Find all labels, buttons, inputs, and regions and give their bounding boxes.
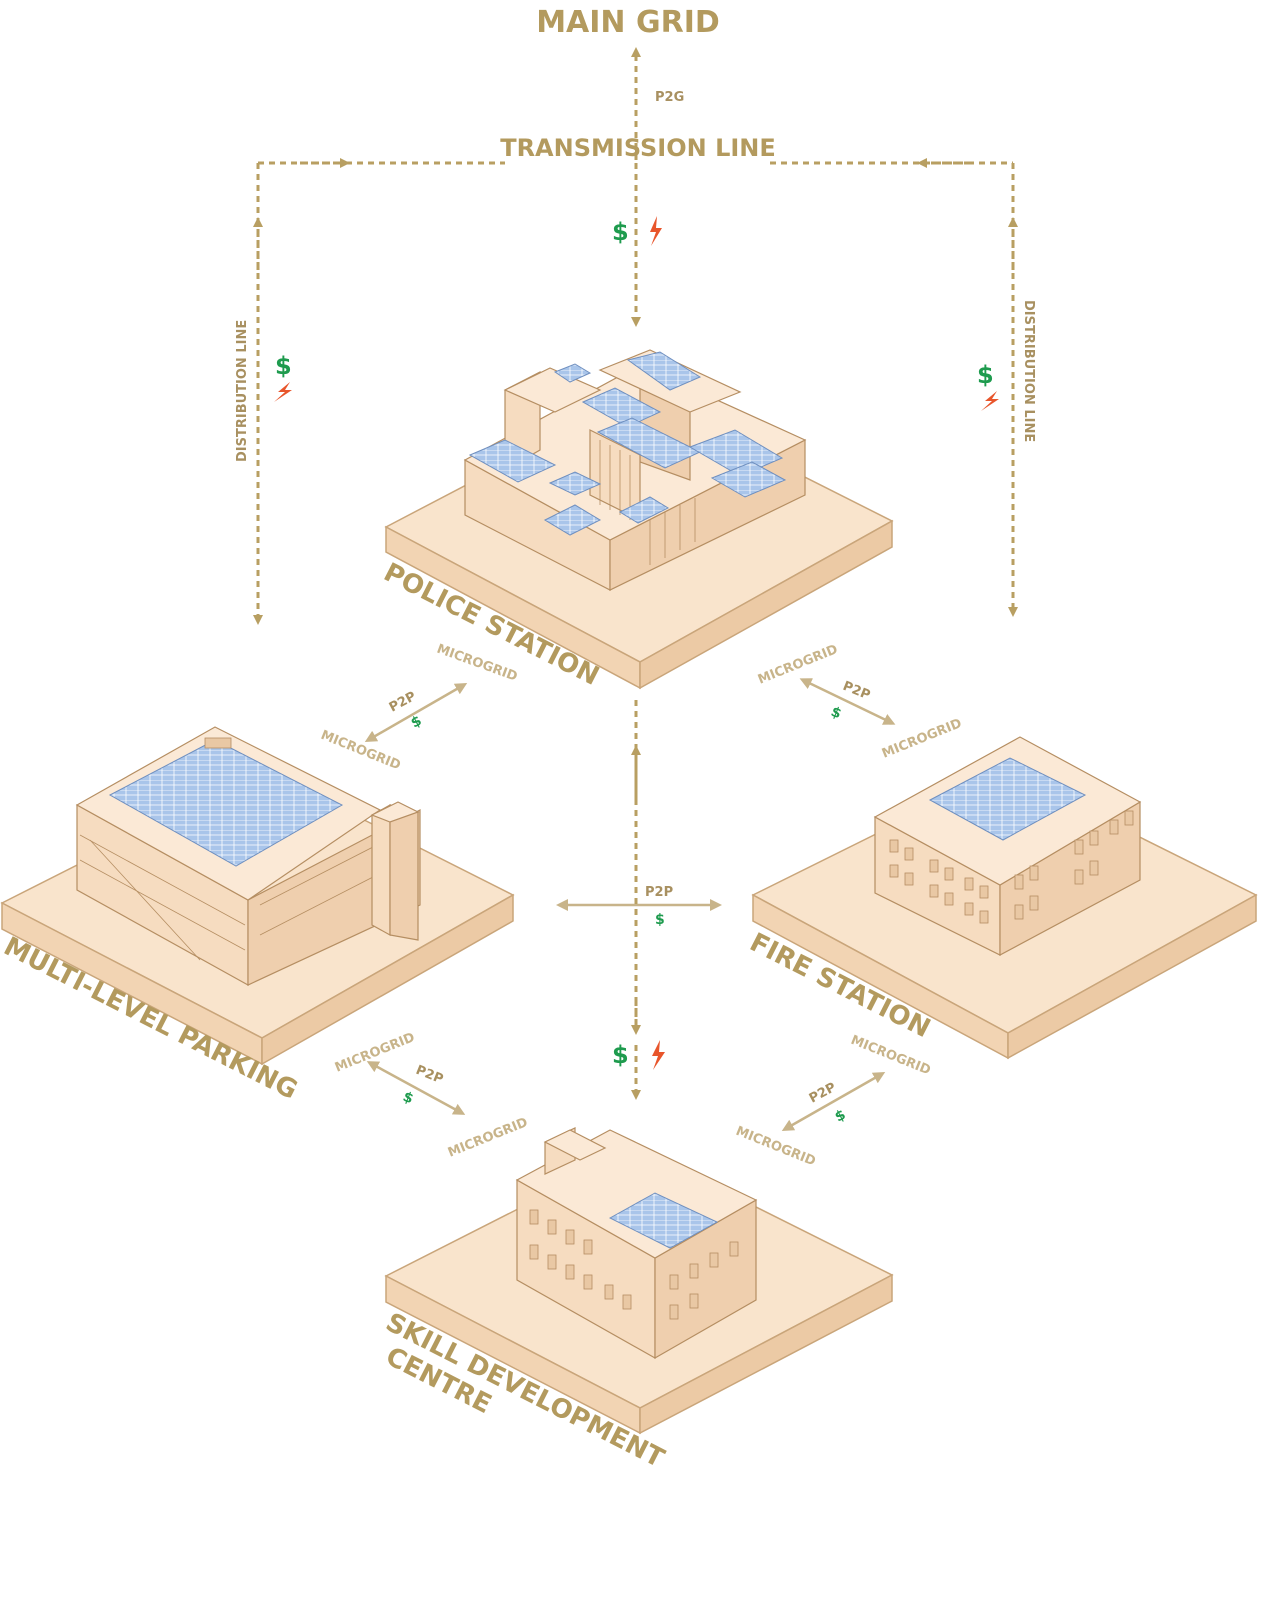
p2p-link-police-parking	[364, 683, 468, 742]
dollar-icon: $	[655, 912, 665, 928]
skill-development-centre-building	[384, 1127, 894, 1435]
p2p-label: P2P	[387, 689, 419, 715]
microgrid-label: MICROGRID	[756, 642, 840, 688]
fire-station-building	[751, 736, 1258, 1060]
p2p-link-police-fire	[799, 678, 896, 725]
lightning-icon	[274, 382, 292, 402]
lightning-icon	[981, 391, 999, 411]
p2p-link-fire-skill	[781, 1072, 886, 1131]
microgrid-label: MICROGRID	[446, 1115, 530, 1161]
transmission-line-label: TRANSMISSION LINE	[500, 134, 776, 162]
p2p-label: P2P	[414, 1063, 446, 1087]
police-station-building	[384, 349, 894, 690]
p2p-link-parking-skill	[366, 1061, 466, 1115]
dollar-icon: $	[832, 1107, 848, 1126]
dollar-icon: $	[612, 218, 629, 246]
dollar-icon: $	[401, 1089, 416, 1107]
central-p2p-hub	[556, 700, 722, 1100]
dollar-icon: $	[408, 713, 424, 732]
distribution-line-left-label: DISTRIBUTION LINE	[235, 320, 250, 462]
microgrid-label: MICROGRID	[319, 728, 403, 774]
lightning-icon	[650, 216, 662, 246]
microgrid-label: MICROGRID	[880, 716, 964, 762]
distribution-line-right-label: DISTRIBUTION LINE	[1021, 300, 1036, 442]
main-grid-label: MAIN GRID	[536, 5, 720, 40]
microgrid-label: MICROGRID	[734, 1124, 818, 1170]
multi-level-parking-building	[0, 726, 515, 1066]
dollar-icon: $	[275, 352, 292, 380]
dollar-icon: $	[612, 1041, 629, 1069]
dollar-icon: $	[977, 361, 994, 389]
p2g-label: P2G	[655, 90, 684, 105]
lightning-icon	[652, 1040, 665, 1070]
p2p-label: P2P	[645, 885, 673, 900]
microgrid-label: MICROGRID	[333, 1030, 417, 1076]
dollar-icon: $	[829, 704, 844, 722]
